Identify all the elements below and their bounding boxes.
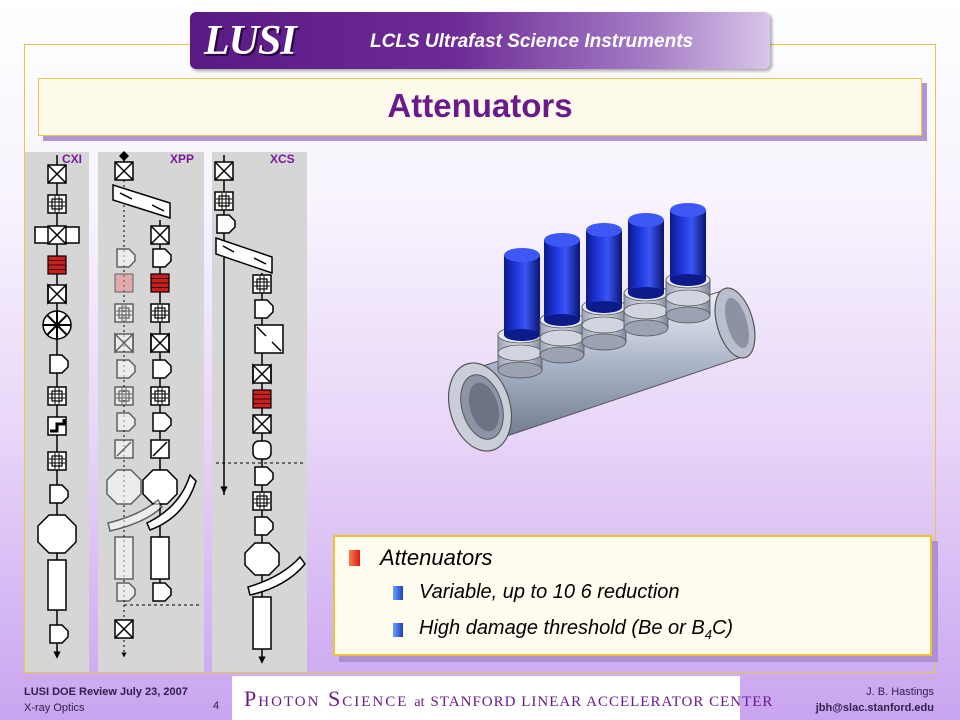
- bullet-main-text: Attenuators: [380, 545, 493, 570]
- bullet-sub-2-text: High damage threshold (Be or B4C): [419, 617, 734, 642]
- bullet-square-icon: [393, 585, 403, 600]
- slide-title: Attenuators: [387, 87, 573, 124]
- actuator-3: [581, 223, 627, 351]
- title-box: Attenuators: [38, 78, 922, 136]
- column-label-xpp: XPP: [170, 152, 194, 166]
- actuator-1: [497, 248, 543, 379]
- xcs-beamline: [214, 155, 306, 664]
- footer-right: J. B. Hastings jbh@slac.stanford.edu: [816, 684, 934, 716]
- bullet-square-icon: [393, 622, 403, 637]
- actuator-2: [539, 233, 585, 364]
- actuator-5: [665, 203, 711, 324]
- xpp-beamline: [106, 151, 200, 658]
- footer-author: J. B. Hastings: [866, 686, 934, 698]
- column-label-xcs: XCS: [270, 152, 295, 166]
- cxi-beamline: [34, 155, 80, 659]
- actuator-4: [623, 213, 669, 337]
- slac-text: STANFORD LINEAR ACCELERATOR CENTER: [430, 694, 774, 710]
- footer-review-title: LUSI DOE Review July 23, 2007: [24, 686, 188, 698]
- lusi-logo: LUSI: [204, 18, 297, 64]
- photon-science-text: Photon Science: [244, 686, 409, 711]
- beamline-diagram: CXI XPP XCS: [25, 151, 307, 672]
- at-text: at: [414, 695, 425, 710]
- footer-section: X-ray Optics: [24, 702, 85, 714]
- bullet-sub-1: Variable, up to 10 6 reduction: [393, 581, 680, 604]
- bullet-sub-1-text: Variable, up to 10 6 reduction: [419, 581, 680, 603]
- footer-left: LUSI DOE Review July 23, 2007 X-ray Opti…: [24, 684, 188, 716]
- page-number: 4: [213, 700, 220, 712]
- bullet-box: Attenuators Variable, up to 10 6 reducti…: [333, 535, 932, 656]
- bullet-square-icon: [349, 550, 360, 566]
- header-banner: LUSI LCLS Ultrafast Science Instruments: [190, 12, 770, 69]
- column-label-cxi: CXI: [62, 152, 82, 166]
- bullet-sub-2: High damage threshold (Be or B4C): [393, 617, 733, 642]
- bullet-main: Attenuators: [349, 545, 493, 571]
- footer-email: jbh@slac.stanford.edu: [815, 702, 934, 714]
- photon-science-logo: Photon Science at STANFORD LINEAR ACCELERA…: [232, 676, 772, 720]
- banner-subtitle: LCLS Ultrafast Science Instruments: [370, 31, 694, 52]
- attenuator-device-image: [448, 203, 756, 452]
